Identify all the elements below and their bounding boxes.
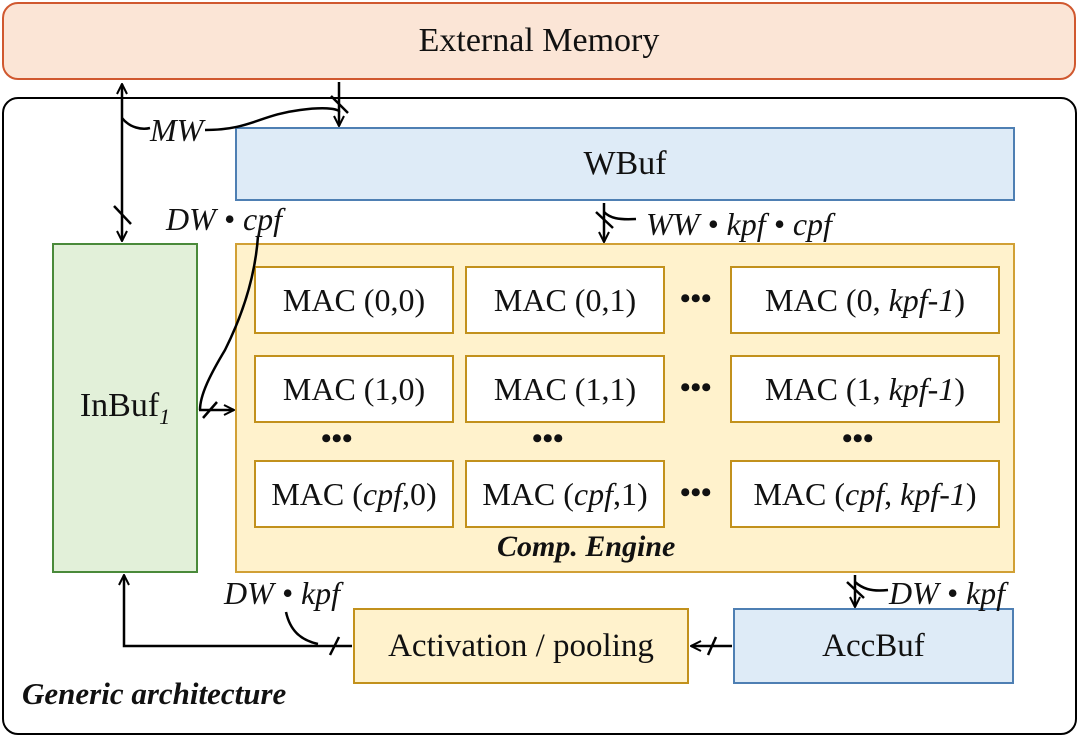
ellipsis-row-2: •••	[680, 476, 712, 509]
mac-cell-0-0: MAC (0,0)	[254, 266, 454, 334]
accbuf-label: AccBuf	[822, 627, 925, 664]
mw-leader	[121, 117, 151, 130]
mac-cell-1-0: MAC (1,0)	[254, 355, 454, 423]
label-mw: MW	[150, 112, 204, 148]
mac-cell-2-0: MAC (cpf,0)	[254, 460, 454, 528]
activation-inbuf-slash	[328, 636, 341, 656]
activation-inbuf-arrow	[124, 575, 352, 648]
mw-leader-right	[204, 107, 341, 132]
accbuf-activation-slash	[706, 636, 718, 656]
ellipsis-row-1: •••	[680, 371, 712, 404]
mac-cell-0-1: MAC (0,1)	[465, 266, 665, 334]
dw-kpf-right-leader	[854, 581, 889, 592]
dw-cpf-leader	[198, 235, 260, 411]
label-dw-cpf: DW • cpf	[166, 201, 283, 237]
ellipsis-col-last: •••	[842, 422, 874, 455]
inbuf-label: InBuf1	[79, 386, 171, 429]
dw-kpf-left-leader	[284, 611, 319, 646]
ext-wbuf-slash	[330, 95, 349, 114]
comp-engine-title: Comp. Engine	[497, 530, 676, 563]
label-dw-kpf-left: DW • kpf	[224, 575, 341, 611]
label-ww-kpf-cpf: WW • kpf • cpf	[646, 206, 832, 242]
ww-leader	[603, 211, 637, 221]
ellipsis-row-0: •••	[680, 282, 712, 315]
wbuf-block: WBuf	[235, 127, 1015, 201]
engine-accbuf-slash	[846, 581, 865, 599]
mac-cell-1-last: MAC (1, kpf-1)	[730, 355, 1000, 423]
external-memory-label: External Memory	[418, 22, 660, 59]
ellipsis-col-0: •••	[321, 422, 353, 455]
mac-cell-1-1: MAC (1,1)	[465, 355, 665, 423]
inbuf-subscript: 1	[159, 403, 171, 429]
generic-architecture-frame	[2, 97, 1077, 735]
mac-cell-0-last: MAC (0, kpf-1)	[730, 266, 1000, 334]
inbuf-engine-slash	[202, 401, 218, 419]
mac-cell-2-1: MAC (cpf,1)	[465, 460, 665, 528]
generic-architecture-caption: Generic architecture	[22, 676, 287, 711]
ellipsis-col-1: •••	[532, 422, 564, 455]
inbuf-block: InBuf1	[52, 243, 198, 573]
wbuf-engine-slash	[595, 211, 614, 229]
activation-pooling-block: Activation / pooling	[353, 608, 689, 684]
accbuf-block: AccBuf	[733, 608, 1014, 684]
ext-inbuf-slash	[113, 205, 132, 225]
external-memory-block: External Memory	[2, 2, 1076, 80]
mac-cell-2-last: MAC (cpf, kpf-1)	[730, 460, 1000, 528]
activation-pooling-label: Activation / pooling	[388, 627, 654, 664]
wbuf-label: WBuf	[583, 145, 667, 182]
label-dw-kpf-right: DW • kpf	[889, 575, 1006, 611]
